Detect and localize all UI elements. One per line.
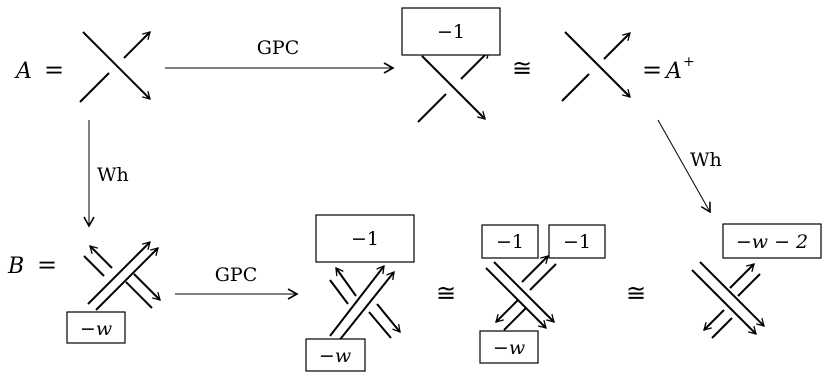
crossing-B: −w: [66, 241, 161, 344]
gpc-label-top: GPC: [257, 37, 300, 59]
twist-box-bottom-w-label: −w: [319, 345, 351, 367]
twist-box-B-label: −w: [80, 318, 112, 340]
congruence-sign-bottom-2: ≅: [626, 279, 646, 307]
label-A-plus-sup: +: [683, 54, 695, 70]
wh-label-right: Wh: [690, 149, 722, 171]
gpc-label-bottom: GPC: [215, 264, 258, 286]
equals-sign-right: =: [642, 56, 662, 84]
wh-arrow-right: Wh: [657, 119, 722, 214]
twist-box-final: [722, 223, 822, 259]
twist-box-final-label: −w − 2: [736, 231, 808, 253]
crossing-boxed-top: −1: [401, 7, 501, 123]
twist-box-B: [66, 311, 126, 344]
twist-box-top-label: −1: [437, 21, 465, 43]
twist-box-right-label: −1: [563, 231, 591, 253]
wh-label-left: Wh: [97, 164, 129, 186]
twist-box-bottom: [479, 330, 539, 364]
twist-box-left: [481, 224, 539, 259]
twist-box-right: [548, 224, 606, 259]
gpc-arrow-bottom: GPC: [175, 264, 299, 300]
twist-box-left-label: −1: [496, 231, 524, 253]
crossing-two-boxes: −1 −1 −w: [479, 224, 606, 364]
twist-box-bottom-1-label: −1: [351, 228, 379, 250]
equals-sign: =: [44, 56, 64, 84]
twist-box-bottom-w: [305, 338, 366, 372]
label-A: A: [14, 59, 32, 84]
congruence-sign-top: ≅: [512, 54, 532, 82]
crossing-A-plus: [561, 31, 631, 102]
wh-arrow-left: Wh: [83, 120, 129, 228]
congruence-sign-bottom-1: ≅: [436, 279, 456, 307]
crossing-final: −w − 2: [691, 223, 822, 339]
equals-sign-bottom: =: [37, 251, 57, 279]
crossing-A: [79, 31, 151, 103]
crossing-boxed-bottom: −1 −w: [305, 214, 415, 372]
label-A-plus: A: [664, 59, 682, 84]
label-B: B: [7, 254, 24, 279]
gpc-arrow-top: GPC: [165, 37, 395, 74]
twist-box-bottom-1: [315, 214, 415, 263]
twist-box-top: [401, 7, 501, 56]
twist-box-bottom-label: −w: [493, 337, 525, 359]
